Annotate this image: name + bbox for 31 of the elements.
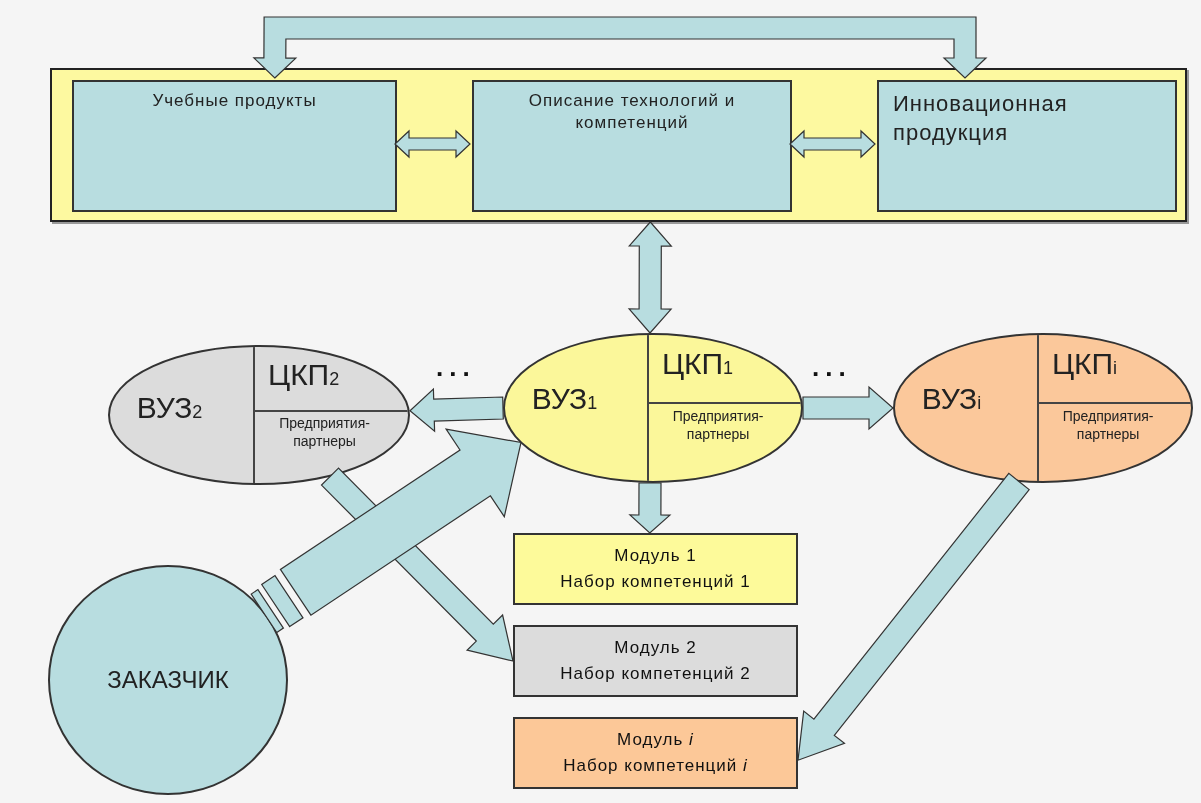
block-arrow — [628, 482, 672, 534]
process-box — [72, 80, 397, 212]
module-box — [513, 533, 798, 605]
module-subtitle: Набор компетенций 1 — [560, 572, 751, 592]
block-arrow — [394, 129, 471, 159]
block-arrow — [250, 428, 522, 634]
module-box — [513, 625, 798, 697]
block-arrow — [797, 472, 1031, 762]
block-arrow — [802, 385, 894, 431]
module-title: Модуль 2 — [614, 638, 697, 658]
process-box — [472, 80, 792, 212]
module-subtitle: Набор компетенций i — [563, 756, 748, 776]
module-title: Модуль 1 — [614, 546, 697, 566]
partners-label: Предприятия-партнеры — [1061, 408, 1155, 443]
process-box — [877, 80, 1177, 212]
box-title: Описание технологий и компетенций — [527, 90, 737, 135]
partners-label: Предприятия-партнеры — [278, 415, 371, 450]
partners-label: Предприятия-партнеры — [671, 408, 765, 443]
block-arrow — [409, 387, 504, 433]
module-title: Модуль i — [617, 730, 694, 750]
module-box — [513, 717, 798, 789]
ellipsis-label: ... — [812, 352, 852, 383]
block-arrow — [789, 129, 876, 159]
box-title: Инновационная продукция — [893, 90, 1069, 147]
block-arrow — [252, 16, 988, 79]
panel-band — [50, 68, 1187, 222]
block-arrow — [627, 221, 673, 334]
ellipsis-label: ... — [436, 352, 476, 383]
customer-label: ЗАКАЗЧИК — [107, 666, 229, 694]
module-subtitle: Набор компетенций 2 — [560, 664, 751, 684]
box-title: Учебные продукты — [152, 90, 317, 112]
